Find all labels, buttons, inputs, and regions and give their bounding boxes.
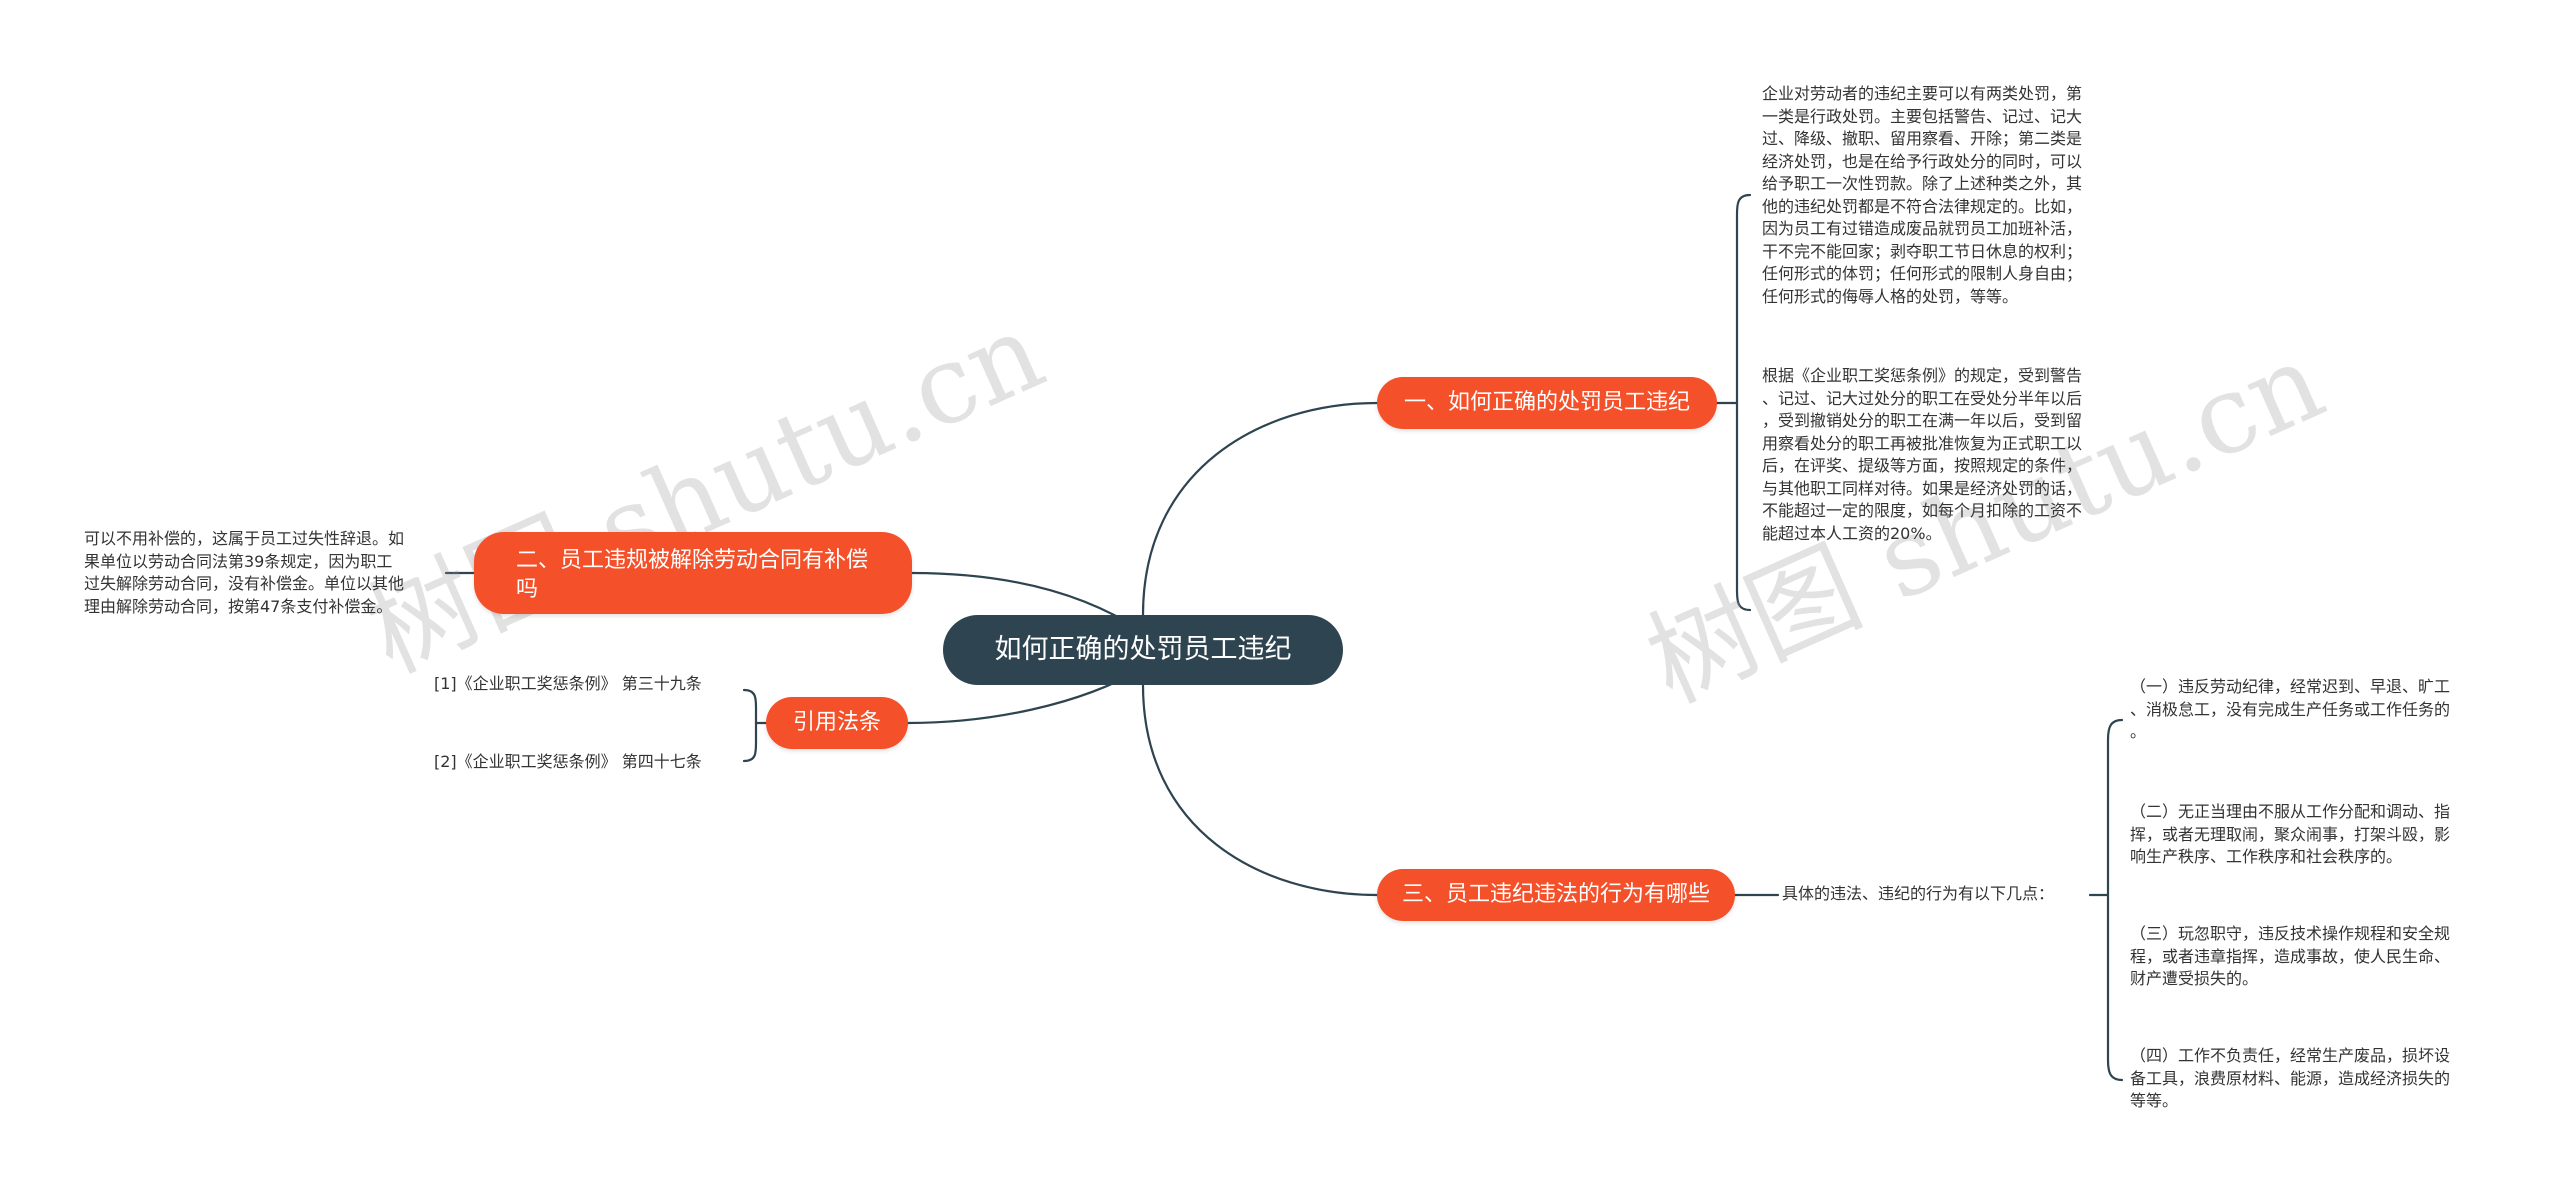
leaf-text-violations-intro: 具体的违法、违纪的行为有以下几点：: [1782, 884, 2055, 903]
leaf-text-regulation: 根据《企业职工奖惩条例》的规定，受到警告 、记过、记大过处分的职工在受处分半年以…: [1762, 366, 2083, 543]
bracket-b3: [2106, 718, 2124, 1082]
link-root-b1: [1141, 401, 1379, 617]
leaf-text-compensation: 可以不用补偿的，这属于员工过失性辞退。如 果单位以劳动合同法第39条规定，因为职…: [84, 529, 405, 616]
leaf-text-violation-2: （二）无正当理由不服从工作分配和调动、指 挥，或者无理取闹，聚众闹事，打架斗殴，…: [2130, 802, 2451, 866]
leaf-text-violation-4: （四）工作不负责任，经常生产废品，损坏设 备工具，浪费原材料、能源，造成经济损失…: [2130, 1046, 2451, 1110]
branch-node-references[interactable]: 引用法条: [766, 697, 908, 749]
leaf-text-violation-3: （三）玩忽职守，违反技术操作规程和安全规 程，或者违章指挥，造成事故，使人民生命…: [2130, 924, 2451, 988]
link-root-b3: [1141, 683, 1379, 897]
branch-node-compensation[interactable]: 二、员工违规被解除劳动合同有补偿吗: [474, 532, 912, 614]
bracket-b1: [1735, 193, 1752, 612]
bracket-b4: [742, 688, 758, 763]
branch-node-punishment[interactable]: 一、如何正确的处罚员工违纪: [1377, 377, 1717, 429]
root-node[interactable]: 如何正确的处罚员工违纪: [943, 615, 1343, 685]
leaf-text-reference-1: [1]《企业职工奖惩条例》 第三十九条: [434, 674, 702, 693]
leaf-text-punishment-types: 企业对劳动者的违纪主要可以有两类处罚，第 一类是行政处罚。主要包括警告、记过、记…: [1762, 84, 2083, 306]
leaf-text-reference-2: [2]《企业职工奖惩条例》 第四十七条: [434, 752, 702, 771]
branch-node-violations[interactable]: 三、员工违纪违法的行为有哪些: [1377, 869, 1735, 921]
leaf-text-violation-1: （一）违反劳动纪律，经常迟到、早退、旷工 、消极怠工，没有完成生产任务或工作任务…: [2130, 677, 2451, 741]
